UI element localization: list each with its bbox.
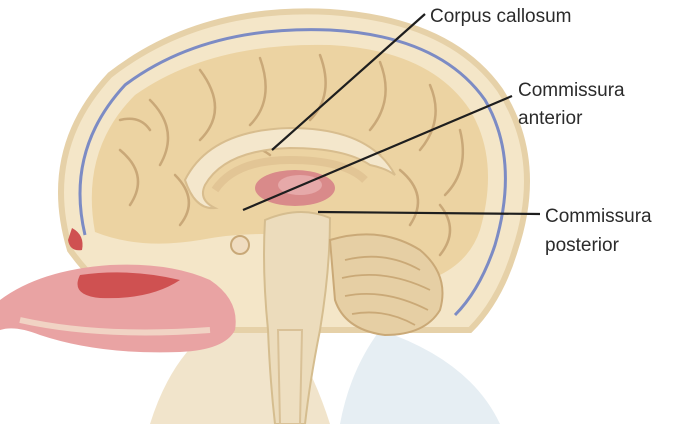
label-commissura-posterior-1: Commissura — [545, 206, 652, 227]
spinal-cord — [278, 330, 302, 424]
label-commissura-posterior-2: posterior — [545, 235, 620, 256]
label-corpus-callosum: Corpus callosum — [430, 6, 572, 27]
label-commissura-anterior-2: anterior — [518, 108, 583, 129]
pituitary — [231, 236, 249, 254]
neck-back-tissue — [340, 330, 500, 424]
label-commissura-anterior-1: Commissura — [518, 80, 625, 101]
